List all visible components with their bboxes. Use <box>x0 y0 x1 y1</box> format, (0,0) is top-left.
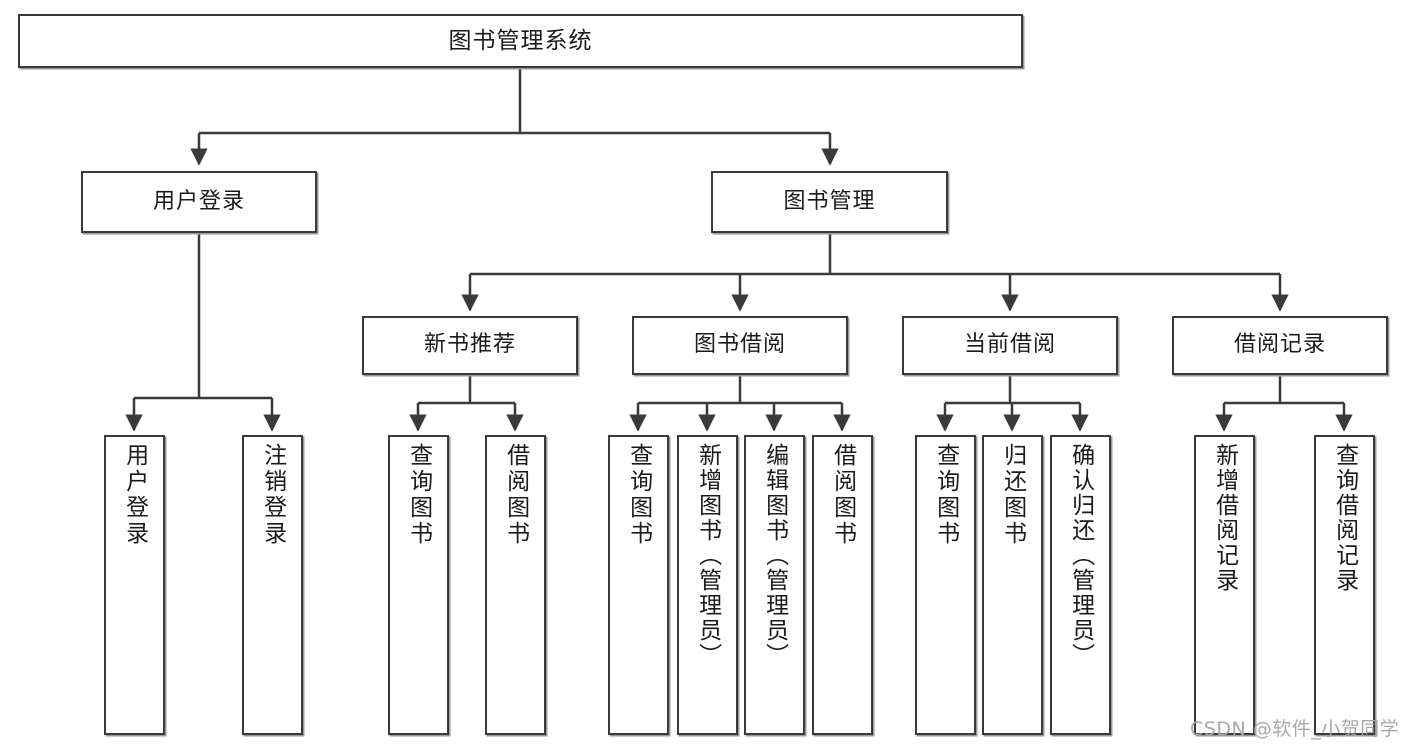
node-label: 新增图书（管理员） <box>694 443 721 668</box>
node-new-book-recommend[interactable]: 新书推荐 <box>362 316 578 375</box>
node-borrow-record[interactable]: 借阅记录 <box>1172 316 1388 375</box>
node-current-borrow[interactable]: 当前借阅 <box>902 316 1118 375</box>
node-leaf-add-record[interactable]: 新增借阅记录 <box>1194 435 1255 735</box>
node-leaf-user-login[interactable]: 用户登录 <box>104 435 165 735</box>
node-leaf-confirm-return[interactable]: 确认归还（管理员） <box>1050 435 1111 735</box>
node-label: 用户登录 <box>121 443 148 547</box>
node-leaf-edit-book[interactable]: 编辑图书（管理员） <box>744 435 805 735</box>
node-label: 查询图书 <box>625 443 652 547</box>
node-label: 确认归还（管理员） <box>1067 443 1094 668</box>
node-leaf-return-book[interactable]: 归还图书 <box>982 435 1043 735</box>
node-user-login[interactable]: 用户登录 <box>81 171 317 233</box>
node-label: 借阅图书 <box>829 443 856 547</box>
node-root-system[interactable]: 图书管理系统 <box>18 14 1023 68</box>
node-leaf-borrow-book-2[interactable]: 借阅图书 <box>812 435 873 735</box>
node-label: 查询图书 <box>932 443 959 547</box>
node-leaf-add-book[interactable]: 新增图书（管理员） <box>677 435 738 735</box>
node-label: 当前借阅 <box>963 332 1056 358</box>
node-label: 新书推荐 <box>423 332 516 358</box>
node-label: 借阅记录 <box>1233 332 1326 358</box>
node-label: 图书管理系统 <box>448 27 593 54</box>
node-book-manage[interactable]: 图书管理 <box>711 171 948 233</box>
node-label: 新增借阅记录 <box>1211 443 1238 593</box>
node-leaf-borrow-book-1[interactable]: 借阅图书 <box>485 435 546 735</box>
node-leaf-query-book-2[interactable]: 查询图书 <box>608 435 669 735</box>
node-label: 图书借阅 <box>693 332 786 358</box>
node-label: 图书管理 <box>783 188 876 214</box>
node-leaf-logout[interactable]: 注销登录 <box>242 435 303 735</box>
node-label: 借阅图书 <box>502 443 529 547</box>
node-book-borrow[interactable]: 图书借阅 <box>632 316 848 375</box>
node-label: 用户登录 <box>152 188 245 214</box>
node-label: 编辑图书（管理员） <box>761 443 788 668</box>
csdn-watermark: CSDN @软件_小贺同学 <box>1190 718 1400 740</box>
node-leaf-query-book-3[interactable]: 查询图书 <box>915 435 976 735</box>
node-label: 注销登录 <box>259 443 286 547</box>
node-label: 查询借阅记录 <box>1331 443 1358 593</box>
node-label: 归还图书 <box>999 443 1026 547</box>
node-label: 查询图书 <box>405 443 432 547</box>
node-leaf-query-record[interactable]: 查询借阅记录 <box>1314 435 1375 735</box>
node-leaf-query-book-1[interactable]: 查询图书 <box>388 435 449 735</box>
